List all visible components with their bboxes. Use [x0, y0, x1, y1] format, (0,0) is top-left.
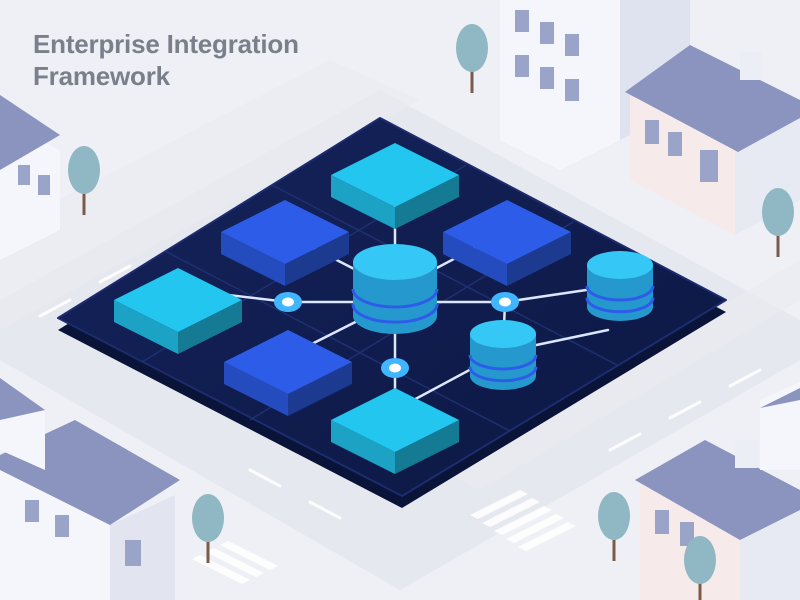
building-far-left: [0, 378, 45, 470]
integration-components: [114, 143, 655, 474]
database-lower-right: [468, 320, 538, 390]
hub-node-left: [274, 292, 302, 312]
tree-1: [456, 24, 488, 93]
database-right: [585, 251, 655, 321]
title-line-2: Framework: [33, 61, 170, 91]
tree-4: [192, 494, 224, 563]
house-right: [625, 45, 800, 235]
building-right-edge: [760, 382, 800, 470]
tree-3: [762, 188, 794, 257]
hub-node-right: [491, 292, 519, 312]
house-bottom-right: [635, 440, 800, 600]
trees: [68, 24, 794, 600]
module-block-upper-right: [443, 200, 571, 286]
crosswalk: [470, 490, 576, 551]
title-line-1: Enterprise Integration: [33, 29, 299, 59]
database-central: [351, 244, 439, 334]
tree-6: [684, 536, 716, 600]
page-title: Enterprise Integration Framework: [33, 28, 299, 92]
tree-5: [598, 492, 630, 561]
hub-nodes: [274, 292, 519, 378]
module-block-top: [331, 143, 459, 229]
building-left: [0, 95, 60, 260]
tree-2: [68, 146, 100, 215]
module-block-bottom: [331, 388, 459, 474]
hub-node-bottom: [381, 358, 409, 378]
module-block-left: [114, 268, 242, 354]
module-block-center-left: [224, 330, 352, 416]
module-block-upper-left: [221, 200, 349, 286]
